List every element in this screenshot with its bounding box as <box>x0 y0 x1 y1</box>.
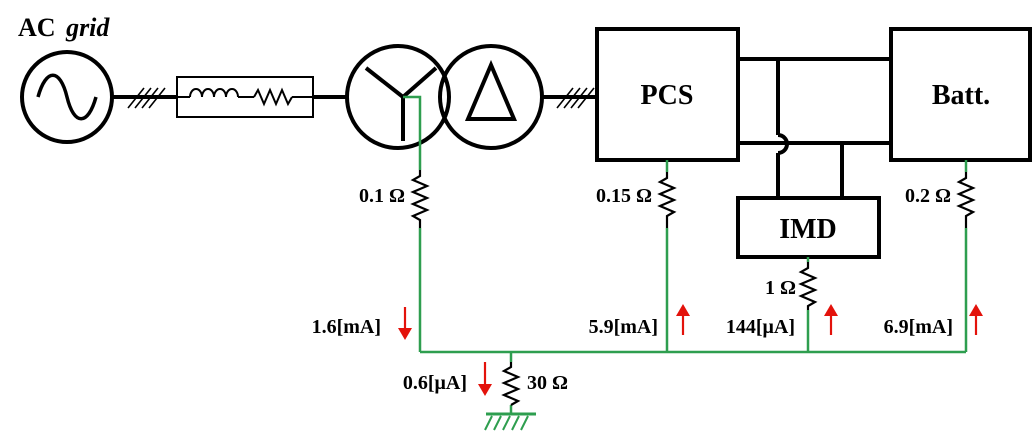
ac-source <box>20 50 114 144</box>
current-label-transformer: 1.6[mA] <box>312 316 381 338</box>
three-phase-mark-right <box>556 87 595 109</box>
three-phase-mark-left <box>127 87 166 109</box>
current-arrow-pcs-icon <box>676 304 690 335</box>
dc-bus <box>738 57 891 198</box>
line-impedance <box>176 76 314 118</box>
ground-path <box>403 95 968 414</box>
current-label-imd: 144[μA] <box>726 316 795 338</box>
transformer <box>345 44 544 150</box>
resistance-label-pcs: 0.15 Ω <box>596 185 652 207</box>
ac-grid-label-prefix: AC <box>18 13 56 42</box>
ac-grid-label: AC grid <box>18 13 110 42</box>
current-arrow-transformer-icon <box>398 307 412 340</box>
resistance-label-battery: 0.2 Ω <box>905 185 951 207</box>
battery-label: Batt. <box>932 80 990 111</box>
current-arrow-battery-icon <box>969 304 983 335</box>
current-label-ground: 0.6[μA] <box>403 372 467 394</box>
current-label-pcs: 5.9[mA] <box>589 316 658 338</box>
inductor-icon <box>189 88 239 98</box>
current-label-battery: 6.9[mA] <box>884 316 953 338</box>
resistance-label-transformer: 0.1 Ω <box>359 185 405 207</box>
resistor-imd <box>798 262 818 310</box>
resistor-pcs <box>657 172 677 228</box>
resistor-ground <box>501 362 521 406</box>
pcs-label: PCS <box>641 80 694 111</box>
resistor-icon <box>253 87 293 107</box>
wire-crossover-icon <box>777 133 789 155</box>
current-arrow-ground-icon <box>478 362 492 396</box>
wye-winding-icon <box>345 44 451 150</box>
resistance-label-ground: 30 Ω <box>527 372 568 394</box>
resistor-battery <box>956 172 976 228</box>
battery-block <box>889 27 1032 162</box>
resistor-transformer <box>410 170 430 228</box>
earth-ground-icon <box>484 412 536 431</box>
ac-grid-label-suffix: grid <box>65 13 110 42</box>
imd-label: IMD <box>779 214 837 245</box>
current-arrow-imd-icon <box>824 304 838 335</box>
pcs-block <box>595 27 740 162</box>
resistance-label-imd: 1 Ω <box>765 277 796 299</box>
